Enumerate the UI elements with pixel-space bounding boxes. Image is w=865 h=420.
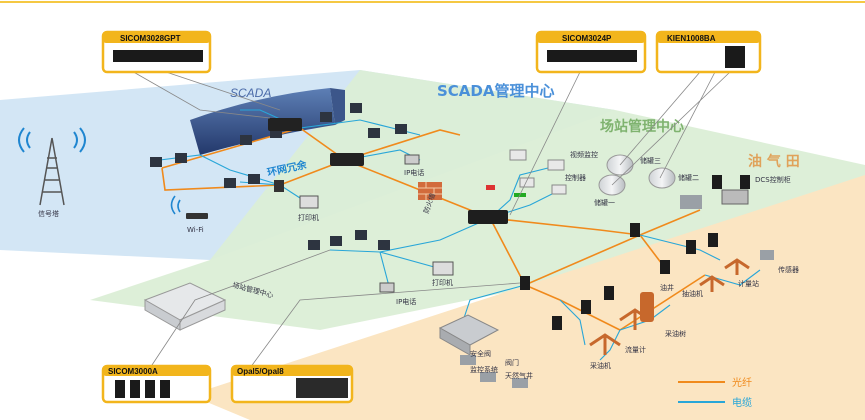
ip-phone-station-label: IP电话 (396, 297, 416, 306)
wellhead-unit (438, 314, 500, 356)
product-name-3: KIEN1008BA (667, 34, 716, 43)
printer-scada-label: 打印机 (298, 213, 319, 222)
product-card-kien1008ba: KIEN1008BA (655, 30, 762, 74)
video-label: 视频监控 (570, 150, 598, 159)
station-management-building (143, 282, 227, 331)
legend: 光纤 电缆 (678, 376, 752, 409)
station-workstations (308, 230, 390, 250)
firewall-icon (418, 182, 442, 200)
product-callout-lines (129, 69, 731, 369)
core-switch-station (468, 210, 508, 224)
well1-label: 采油树 (665, 329, 686, 338)
valve-tree-icon (640, 292, 654, 322)
gas-label: 天然气井 (505, 371, 533, 380)
fiber-links (161, 127, 706, 331)
product-card-opal: Opal5/Opal8 (230, 364, 354, 404)
legend-cable-label: 电缆 (732, 396, 752, 409)
dcs-label: DCS控制柜 (755, 175, 791, 184)
ip-phone-scada-icon (404, 154, 420, 165)
product-name-1: SICOM3028GPT (120, 34, 181, 43)
legend-fiber-label: 光纤 (732, 376, 752, 389)
field-switches (520, 175, 750, 330)
valve-label: 阀门 (505, 358, 519, 367)
signal-tower-icon (18, 127, 86, 206)
tank1-label: 储罐一 (594, 198, 615, 207)
tank2-label: 储罐二 (678, 173, 699, 182)
pump-jack-icons (589, 258, 750, 355)
ip-phone-station-icon (379, 282, 395, 293)
wifi-router-icon (170, 195, 208, 219)
scada-edge-switch (274, 180, 284, 192)
tank3-label: 储罐三 (640, 156, 661, 165)
scada-video-wall (190, 88, 345, 155)
printer-scada-icon (299, 195, 319, 209)
tower-label: 信号塔 (38, 209, 59, 218)
ip-phone-scada-label: IP电话 (404, 168, 424, 177)
product-card-sicom3028gpt: SICOM3028GPT (101, 30, 212, 74)
well2-label: 油井 (660, 283, 674, 292)
product-name-4: SICOM3000A (108, 367, 158, 376)
printer-station-icon (432, 261, 454, 276)
zone-title-station: 场站管理中心 (600, 118, 684, 135)
alarm-indicator (486, 185, 495, 190)
controller-label: 控制器 (565, 173, 586, 182)
detector-label: 流量计 (625, 345, 646, 354)
sensor-label: 传感器 (778, 265, 799, 274)
scada-console-switch (268, 118, 302, 131)
fire-monitor-label: 监控系统 (470, 365, 498, 374)
product-card-sicom3000a: SICOM3000A (101, 364, 212, 404)
station-zone (90, 70, 865, 330)
safety-label: 安全阀 (470, 349, 491, 358)
scada-wall-label: SCADA (230, 86, 271, 100)
zone-title-scada: SCADA管理中心 (437, 82, 554, 100)
pump2-label: 抽油机 (682, 289, 703, 298)
product-card-sicom3024p: SICOM3024P (535, 30, 647, 74)
wifi-label: Wi-Fi (187, 226, 204, 234)
zone-title-oilfield: 油 气 田 (748, 153, 800, 170)
product-name-2: SICOM3024P (562, 34, 612, 43)
pump1-label: 采油机 (590, 361, 611, 370)
product-name-5: Opal5/Opal8 (237, 367, 284, 376)
oilfield-zone (190, 175, 865, 420)
dcs-cabinet-icon (721, 189, 749, 205)
meter-label: 计量站 (738, 279, 759, 288)
field-misc-devices (460, 195, 774, 388)
video-devices (509, 149, 567, 195)
printer-station-label: 打印机 (432, 278, 453, 287)
scada-workstations (150, 103, 407, 188)
core-switch-scada (330, 153, 364, 166)
